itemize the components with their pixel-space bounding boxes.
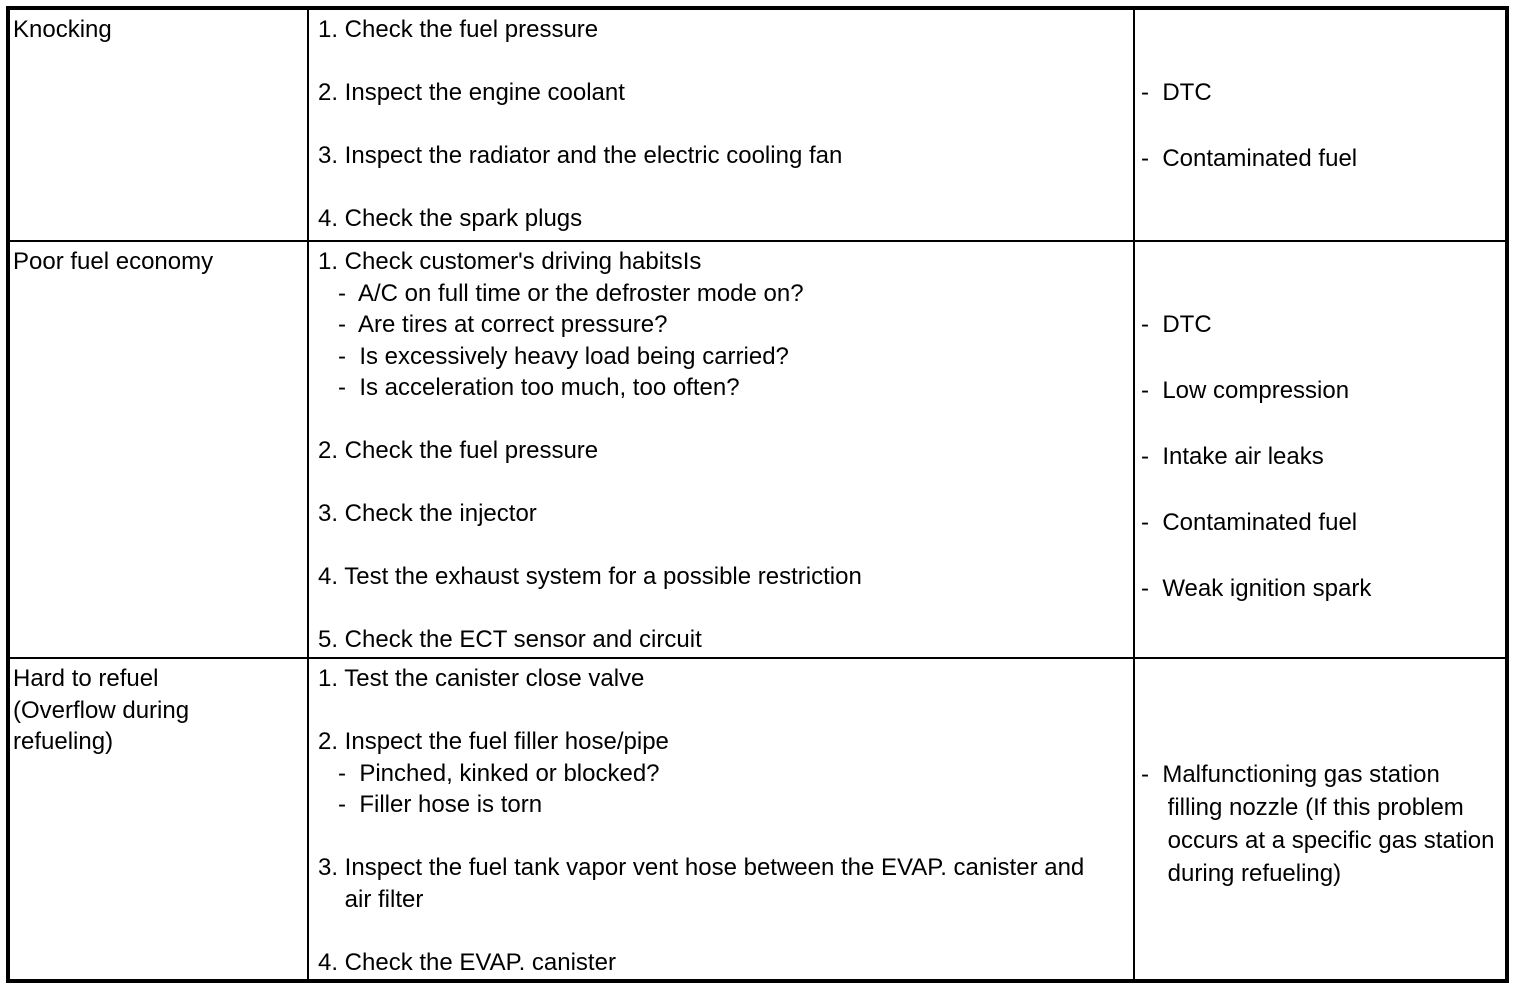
symptom-cell-knocking: Knocking (10, 10, 309, 242)
causes-cell-knocking: - DTC - Contaminated fuel (1135, 10, 1505, 242)
inspection-cell-knocking: 1. Check the fuel pressure 2. Inspect th… (309, 10, 1135, 242)
causes-cell-hard-to-refuel: - Malfunctioning gas station filling noz… (1135, 659, 1505, 979)
symptom-cell-hard-to-refuel: Hard to refuel (Overflow during refuelin… (10, 659, 309, 979)
symptom-cell-poor-fuel-economy: Poor fuel economy (10, 242, 309, 659)
inspection-cell-poor-fuel-economy: 1. Check customer's driving habitsIs - A… (309, 242, 1135, 659)
causes-cell-poor-fuel-economy: - DTC - Low compression - Intake air lea… (1135, 242, 1505, 659)
inspection-cell-hard-to-refuel: 1. Test the canister close valve 2. Insp… (309, 659, 1135, 979)
troubleshooting-table: Knocking 1. Check the fuel pressure 2. I… (6, 6, 1509, 983)
